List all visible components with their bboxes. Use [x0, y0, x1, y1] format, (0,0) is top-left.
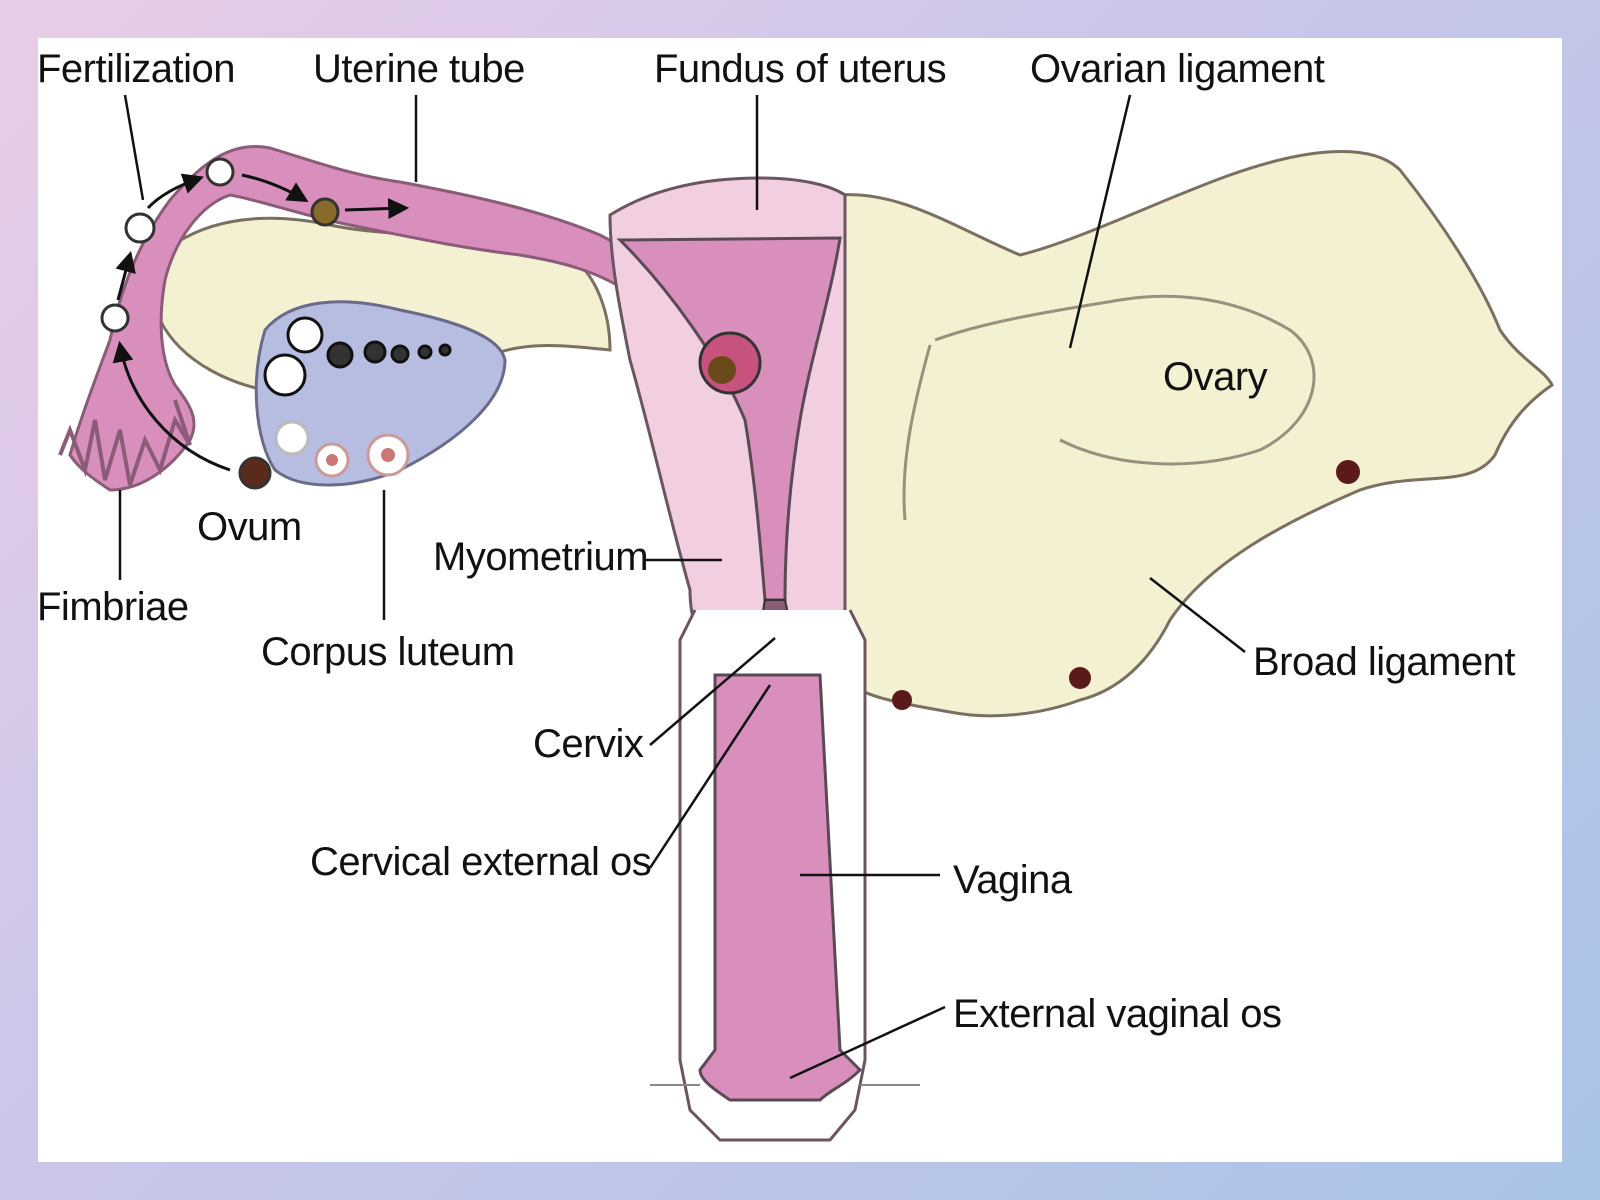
- broad-ligament-shape: [838, 150, 1554, 718]
- label-uterine-tube: Uterine tube: [313, 47, 525, 91]
- label-ovum: Ovum: [197, 505, 302, 549]
- ovary-right-outline: [934, 294, 1316, 466]
- label-vagina: Vagina: [953, 858, 1073, 902]
- label-external-vaginal-os: External vaginal os: [953, 992, 1281, 1036]
- label-ovarian-ligament: Ovarian ligament: [1030, 47, 1325, 91]
- label-fertilization: Fertilization: [37, 47, 235, 91]
- labels: Fertilization Uterine tube Fundus of ute…: [37, 47, 1516, 1036]
- leader-lines: [118, 94, 1246, 1080]
- label-ovary: Ovary: [1163, 355, 1268, 399]
- label-corpus-luteum: Corpus luteum: [261, 630, 515, 674]
- label-fundus-of-uterus: Fundus of uterus: [654, 47, 946, 91]
- fimbriae-shape: [58, 399, 192, 486]
- label-broad-ligament: Broad ligament: [1253, 640, 1515, 684]
- label-cervix: Cervix: [533, 722, 644, 766]
- migration-arrows: [112, 173, 410, 472]
- ova-path: [100, 157, 340, 490]
- label-myometrium: Myometrium: [433, 535, 648, 579]
- follicles: [263, 316, 452, 478]
- label-fimbriae: Fimbriae: [37, 585, 189, 629]
- label-cervical-external-os: Cervical external os: [310, 840, 651, 884]
- vagina-shape: [698, 673, 863, 1102]
